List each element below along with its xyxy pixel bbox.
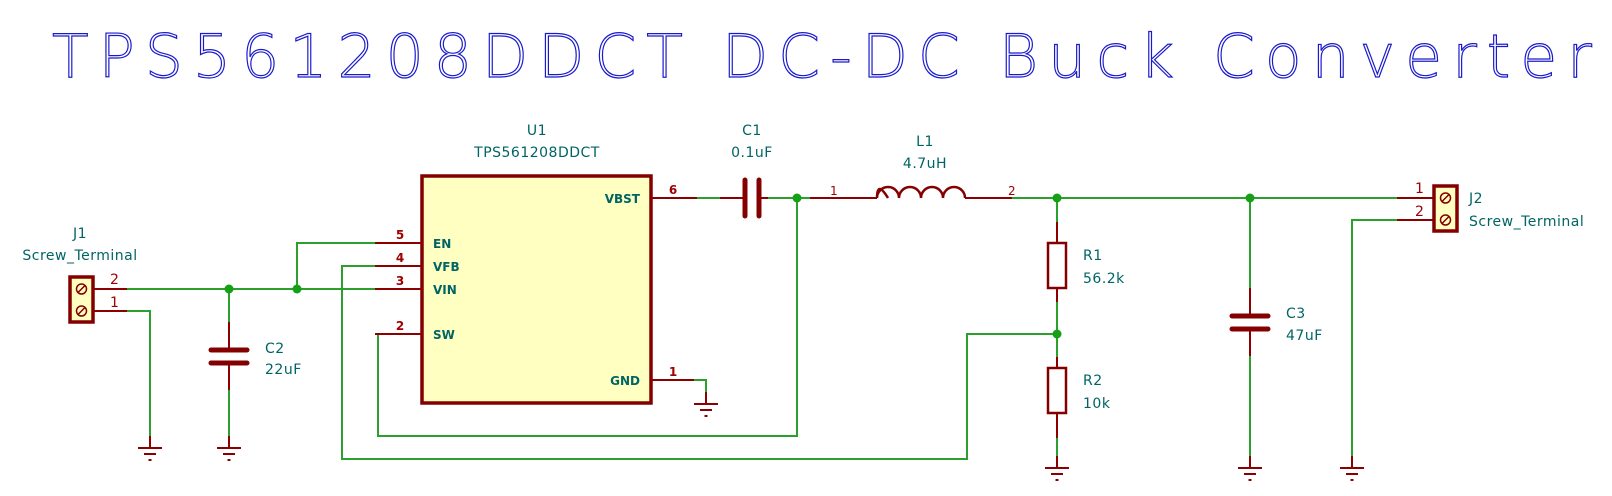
screw-icon [1439, 192, 1452, 204]
u1-pin-name: VBST [605, 192, 641, 206]
c3-value: 47uF [1286, 328, 1323, 344]
wires [127, 197, 1418, 460]
ground-icon [1045, 456, 1069, 481]
ground-icon [138, 436, 162, 461]
l1-pin-num: 1 [830, 184, 838, 198]
screw-icon [1439, 214, 1452, 226]
j2-value: Screw_Terminal [1469, 214, 1584, 230]
resistor-r1[interactable]: R1 56.2k [1046, 222, 1125, 302]
ic-u1[interactable]: U1 TPS561208DDCT 5 4 3 2 6 1 EN VFB VIN … [375, 123, 697, 405]
c2-value: 22uF [265, 362, 302, 378]
r2-value: 10k [1083, 396, 1111, 412]
ground-icon [1238, 456, 1262, 481]
j1-pin-num: 2 [110, 272, 119, 288]
r2-body [1046, 366, 1068, 415]
connector-j2[interactable]: 1 2 J2 Screw_Terminal [1397, 181, 1584, 233]
u1-pin-num: 2 [396, 319, 404, 333]
c2-ref: C2 [265, 341, 285, 357]
c3-ref: C3 [1286, 306, 1306, 322]
u1-pin-num: 1 [669, 365, 677, 379]
junction-dot [1245, 193, 1255, 203]
j2-body [1432, 184, 1459, 233]
j1-body [68, 275, 95, 324]
r1-body [1046, 241, 1068, 290]
wire-en[interactable] [296, 242, 375, 289]
junction-dot [224, 284, 234, 294]
l1-ref: L1 [916, 134, 934, 150]
u1-ref: U1 [527, 123, 547, 139]
u1-pin-num: 6 [669, 183, 677, 197]
j1-pin-num: 1 [110, 295, 119, 311]
j2-ref: J2 [1468, 191, 1483, 207]
u1-pin-num: 3 [396, 274, 404, 288]
c1-value: 0.1uF [731, 145, 773, 161]
u1-pin-name: SW [433, 328, 455, 342]
j1-ref: J1 [72, 226, 87, 242]
schematic-title: TPS561208DDCT DC-DC Buck Converter [52, 22, 1602, 92]
u1-pin-name: EN [433, 237, 451, 251]
screw-icon [75, 283, 88, 295]
r1-ref: R1 [1083, 248, 1103, 264]
junction-dot [292, 284, 302, 294]
u1-value: TPS561208DDCT [473, 145, 600, 161]
capacitor-c1[interactable]: C1 0.1uF [720, 123, 773, 219]
u1-pin-name: VIN [433, 283, 457, 297]
wire-j2-gnd[interactable] [1351, 219, 1418, 456]
ground-icon [217, 436, 241, 461]
l1-pin-num: 2 [1008, 184, 1016, 198]
j2-pin-num: 1 [1415, 181, 1424, 197]
u1-pin-name: VFB [433, 260, 460, 274]
j2-pin-num: 2 [1415, 204, 1424, 220]
r2-ref: R2 [1083, 373, 1103, 389]
resistor-r2[interactable]: R2 10k [1046, 357, 1111, 438]
junctions [224, 193, 1255, 339]
wire-vfb[interactable] [341, 265, 1057, 460]
u1-pin-num: 4 [396, 251, 404, 265]
junction-dot [1052, 193, 1062, 203]
screw-icon [75, 305, 88, 317]
capacitor-c3[interactable]: C3 47uF [1229, 288, 1323, 356]
capacitor-c2[interactable]: C2 22uF [208, 322, 302, 390]
junction-dot [1052, 329, 1062, 339]
connector-j1[interactable]: J1 Screw_Terminal 2 1 [22, 226, 137, 324]
wire-u1-gnd[interactable] [694, 379, 707, 392]
r1-value: 56.2k [1083, 271, 1125, 287]
u1-pin-num: 5 [396, 228, 404, 242]
l1-value: 4.7uH [903, 156, 947, 172]
junction-dot [792, 193, 802, 203]
inductor-coil [875, 185, 967, 199]
j1-value: Screw_Terminal [22, 248, 137, 264]
wire-j1-gnd[interactable] [127, 310, 151, 436]
ground-symbols [138, 392, 1364, 481]
ground-icon [1340, 456, 1364, 481]
ground-icon [694, 392, 718, 417]
u1-pin-name: GND [610, 374, 640, 388]
inductor-l1[interactable]: L1 4.7uH 1 2 [810, 134, 1016, 199]
c1-ref: C1 [742, 123, 762, 139]
